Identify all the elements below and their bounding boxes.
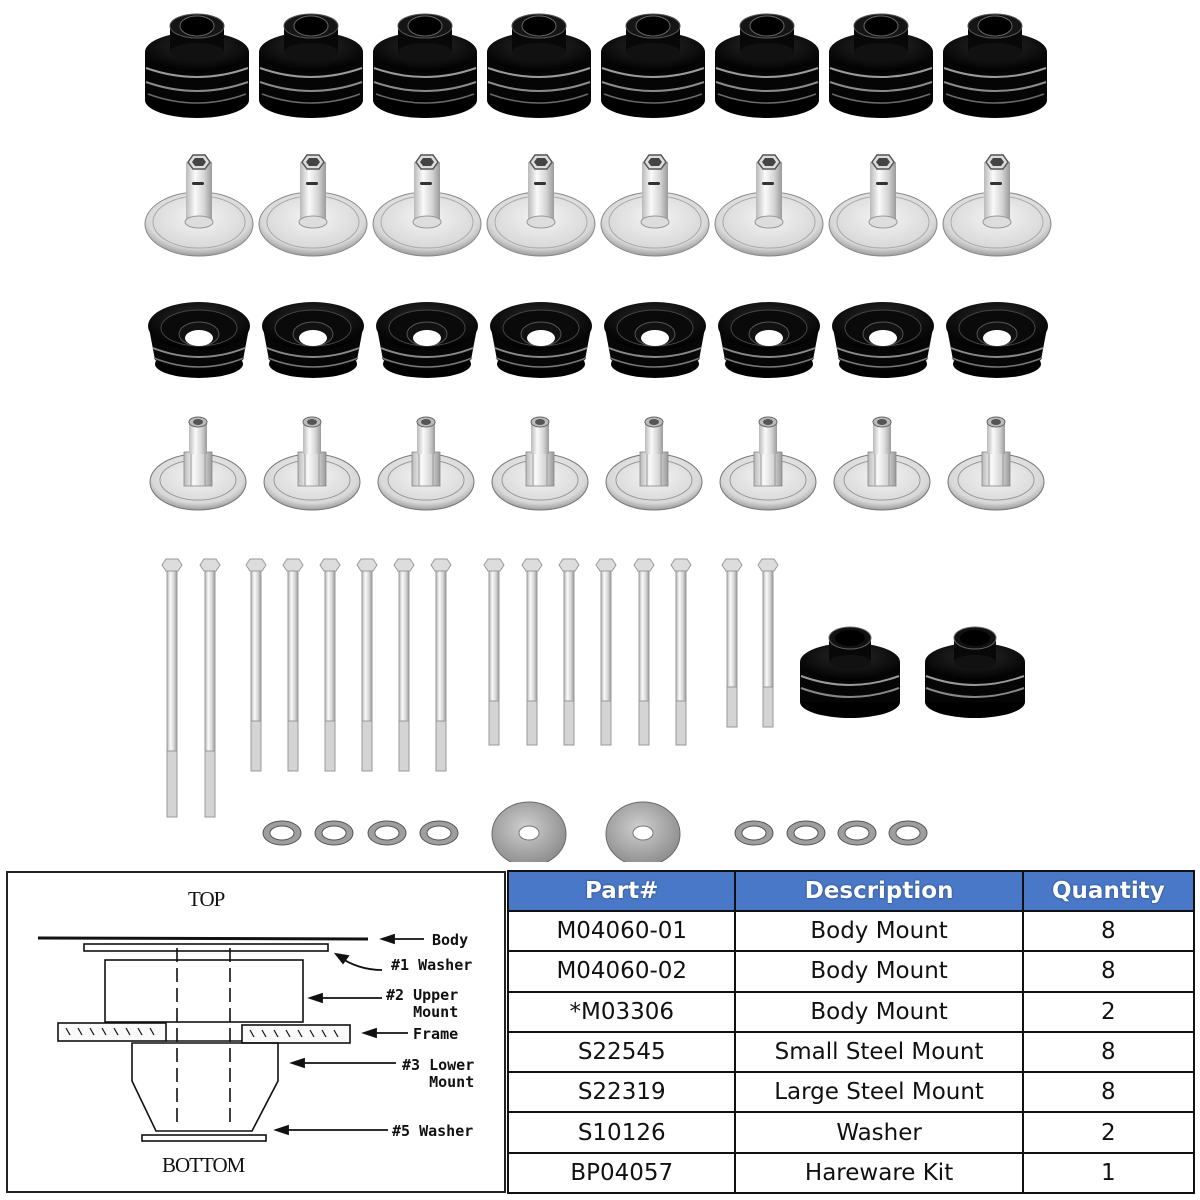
part-description: Hareware Kit [734,1151,1024,1195]
part-number: S22319 [506,1071,737,1114]
label-frame: Frame [413,1025,459,1043]
part-description: Small Steel Mount [734,1030,1024,1074]
part-quantity: 8 [1021,909,1196,953]
table-header-row: Part# Description Quantity [506,870,1196,912]
mount-cross-section-diagram [37,933,424,1142]
label-washer-5: #5 Washer [392,1122,474,1140]
small-steel-mount-icon [149,416,1045,511]
part-number: M04060-02 [506,950,737,993]
column-header-part: Part# [506,870,737,912]
bolt-icon [161,558,779,818]
parts-table: Part# Description Quantity M04060-01 Bod… [506,870,1196,1195]
large-steel-mount-icon [144,154,1052,257]
part-quantity: 8 [1021,1071,1196,1114]
large-steel-mount-row [144,150,1104,262]
column-header-description: Description [734,870,1024,912]
product-photo [142,10,1108,862]
upper-body-mount-row [142,10,1102,130]
small-steel-mount-row [148,412,1108,522]
lower-body-mount-row [147,296,1107,386]
part-quantity: 8 [1021,1030,1196,1074]
table-row: S10126 Washer 2 [506,1111,1196,1154]
part-quantity: 8 [1021,950,1196,993]
lower-body-mount-icon [147,301,1049,379]
diagram-bottom-label: BOTTOM [162,1153,245,1177]
small-washers-right [734,818,934,848]
table-row: BP04057 Hareware Kit 1 [506,1151,1196,1195]
part-quantity: 2 [1021,990,1196,1033]
table-row: M04060-02 Body Mount 8 [506,950,1196,993]
hardware-bolts [150,555,790,825]
body-mount-icon [799,626,1026,719]
part-number: S10126 [506,1111,737,1154]
small-washer-icon [734,820,928,846]
large-washers [491,800,711,862]
part-number: BP04057 [506,1151,737,1195]
label-upper-mount: #2 Upper Mount [386,986,459,1021]
part-description: Body Mount [734,950,1024,993]
label-washer-1: #1 Washer [391,956,473,974]
part-number: *M03306 [506,990,737,1033]
diagram-top-label: TOP [188,887,225,911]
table-row: S22545 Small Steel Mount 8 [506,1030,1196,1074]
part-description: Body Mount [734,990,1024,1033]
part-description: Large Steel Mount [734,1071,1024,1114]
column-header-quantity: Quantity [1021,870,1196,912]
part-description: Washer [734,1111,1024,1154]
large-washer-icon [491,801,681,862]
part-number: M04060-01 [506,909,737,953]
extra-body-mounts [798,622,1038,722]
part-number: S22545 [506,1030,737,1074]
upper-body-mount-icon [144,13,1048,119]
label-body: Body [432,931,469,949]
part-quantity: 1 [1021,1151,1196,1195]
part-quantity: 2 [1021,1111,1196,1154]
label-lower-mount: #3 Lower Mount [402,1056,475,1091]
installation-diagram: TOP BOTTOM [6,871,506,1193]
small-washer-icon [262,820,459,846]
table-row: S22319 Large Steel Mount 8 [506,1071,1196,1114]
table-row: M04060-01 Body Mount 8 [506,909,1196,953]
small-washers-left [262,818,462,848]
part-description: Body Mount [734,909,1024,953]
table-row: *M03306 Body Mount 2 [506,990,1196,1033]
